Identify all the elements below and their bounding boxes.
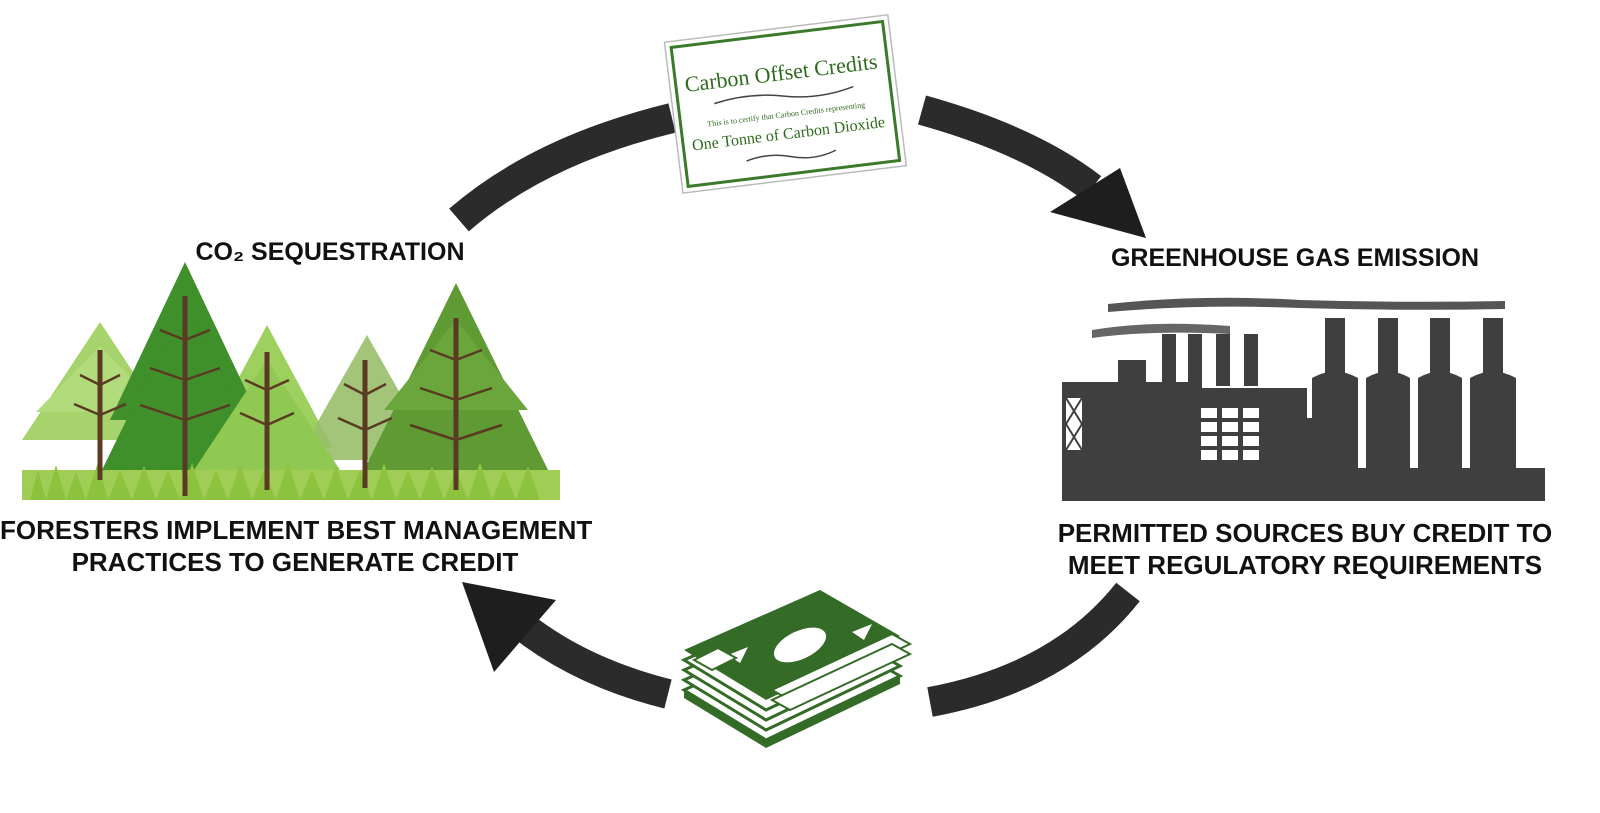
arrowhead-left xyxy=(462,582,556,672)
foresters-caption-line2: PRACTICES TO GENERATE CREDIT xyxy=(71,547,519,577)
permitted-caption-line2: MEET REGULATORY REQUIREMENTS xyxy=(1067,550,1543,580)
arc-bottom-right xyxy=(927,582,1140,717)
arc-bottom-left xyxy=(510,612,672,709)
forest-icon xyxy=(22,262,560,500)
co2-sequestration-label: CO₂ SEQUESTRATION xyxy=(195,238,465,266)
cycle-arrows xyxy=(449,95,1140,717)
factory-icon xyxy=(1062,297,1545,501)
arc-top-left xyxy=(449,103,676,232)
permitted-caption-line1: PERMITTED SOURCES BUY CREDIT TO xyxy=(1057,518,1553,548)
money-stack-icon xyxy=(680,590,913,748)
arc-top-right xyxy=(917,95,1102,200)
foresters-caption: FORESTERS IMPLEMENT BEST MANAGEMENT PRAC… xyxy=(0,514,593,578)
foresters-caption-line1: FORESTERS IMPLEMENT BEST MANAGEMENT xyxy=(0,515,593,545)
arrowhead-right xyxy=(1050,168,1146,238)
permitted-sources-caption: PERMITTED SOURCES BUY CREDIT TO MEET REG… xyxy=(1045,517,1565,581)
greenhouse-gas-emission-label: GREENHOUSE GAS EMISSION xyxy=(1110,244,1480,272)
certificate-icon: Carbon Offset Credits This is to certify… xyxy=(663,13,908,194)
